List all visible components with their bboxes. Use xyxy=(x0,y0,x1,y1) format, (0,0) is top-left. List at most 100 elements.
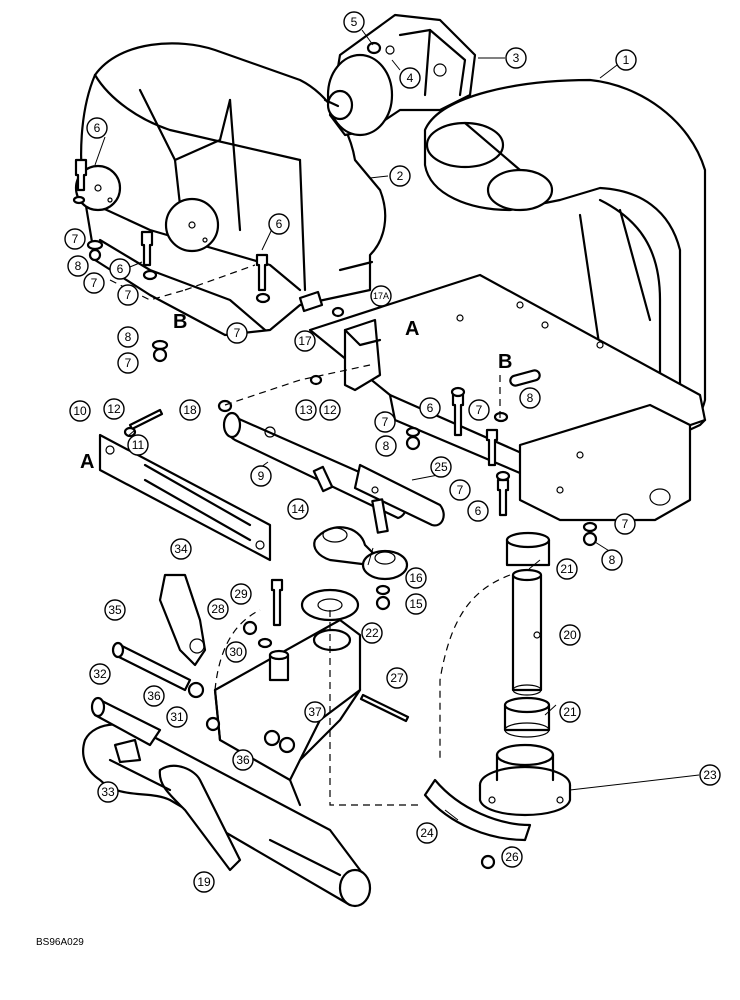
bracket-17a xyxy=(343,318,382,392)
hardware-bolts xyxy=(74,158,510,723)
svg-text:17A: 17A xyxy=(373,291,389,301)
callout-19: 19 xyxy=(193,871,215,893)
callout-32: 32 xyxy=(89,663,111,685)
callout-20: 20 xyxy=(559,624,581,646)
svg-text:9: 9 xyxy=(258,469,265,483)
callout-24: 24 xyxy=(416,822,438,844)
svg-text:36: 36 xyxy=(147,689,161,703)
lever-34 xyxy=(158,573,207,667)
svg-text:19: 19 xyxy=(197,875,211,889)
svg-text:6: 6 xyxy=(94,121,101,135)
callout-30: 30 xyxy=(225,641,247,663)
callout-16: 16 xyxy=(405,567,427,589)
svg-text:36: 36 xyxy=(236,753,250,767)
svg-text:6: 6 xyxy=(427,401,434,415)
svg-text:4: 4 xyxy=(407,71,414,85)
svg-text:18: 18 xyxy=(183,403,197,417)
callout-3: 3 xyxy=(505,47,527,69)
svg-text:7: 7 xyxy=(125,288,132,302)
svg-text:26: 26 xyxy=(505,850,519,864)
figure-code: BS96A029 xyxy=(36,937,84,948)
section-letter-a-top: A xyxy=(405,318,419,340)
svg-text:7: 7 xyxy=(457,483,464,497)
svg-text:29: 29 xyxy=(234,587,248,601)
callout-25: 25 xyxy=(430,456,452,478)
svg-text:7: 7 xyxy=(72,232,79,246)
svg-text:7: 7 xyxy=(234,326,241,340)
svg-text:12: 12 xyxy=(107,402,121,416)
callout-17a: 17A xyxy=(370,285,392,307)
svg-text:22: 22 xyxy=(365,626,379,640)
callout-36: 36 xyxy=(232,749,254,771)
svg-text:6: 6 xyxy=(117,262,124,276)
callout-35: 35 xyxy=(104,599,126,621)
bushing-21-bottom xyxy=(503,696,551,738)
svg-text:8: 8 xyxy=(383,439,390,453)
callout-22: 22 xyxy=(361,622,383,644)
rod-end-14 xyxy=(313,526,409,581)
svg-text:25: 25 xyxy=(434,460,448,474)
callout-31: 31 xyxy=(166,706,188,728)
section-letter-b-left: B xyxy=(173,311,187,333)
shim-24 xyxy=(423,778,532,842)
svg-text:35: 35 xyxy=(108,603,122,617)
callout-28: 28 xyxy=(207,598,229,620)
callout-6: 6 xyxy=(86,117,108,139)
svg-text:7: 7 xyxy=(476,403,483,417)
svg-text:28: 28 xyxy=(211,602,225,616)
hydraulic-cylinder xyxy=(222,411,445,534)
section-letters: A A B B xyxy=(80,311,512,473)
hardware-washers xyxy=(72,41,598,747)
svg-text:1: 1 xyxy=(623,53,630,67)
callout-37: 37 xyxy=(304,701,326,723)
callout-7: 7 xyxy=(83,272,105,294)
svg-text:31: 31 xyxy=(170,710,184,724)
svg-text:23: 23 xyxy=(703,768,717,782)
callout-34: 34 xyxy=(170,538,192,560)
svg-text:11: 11 xyxy=(132,438,145,452)
pin-32 xyxy=(90,696,162,764)
callout-15: 15 xyxy=(405,593,427,615)
svg-text:12: 12 xyxy=(323,403,337,417)
svg-text:8: 8 xyxy=(527,391,534,405)
callout-10: 10 xyxy=(69,400,91,422)
callout-7: 7 xyxy=(614,513,636,535)
callout-7: 7 xyxy=(449,479,471,501)
plate-10 xyxy=(98,433,272,562)
callout-7: 7 xyxy=(64,228,86,250)
svg-text:32: 32 xyxy=(93,667,107,681)
hardware-nuts xyxy=(88,248,598,870)
svg-text:17: 17 xyxy=(298,334,312,348)
svg-text:14: 14 xyxy=(291,502,305,516)
callout-11: 11 xyxy=(127,434,149,456)
svg-text:24: 24 xyxy=(420,826,434,840)
svg-text:3: 3 xyxy=(513,51,520,65)
pivot-housing-23 xyxy=(478,743,572,817)
callout-21: 21 xyxy=(556,558,578,580)
callout-6: 6 xyxy=(109,258,131,280)
svg-text:33: 33 xyxy=(101,785,115,799)
svg-text:8: 8 xyxy=(609,553,616,567)
svg-text:6: 6 xyxy=(276,217,283,231)
callout-17: 17 xyxy=(294,330,316,352)
callout-7: 7 xyxy=(226,322,248,344)
callout-7: 7 xyxy=(468,399,490,421)
callout-8: 8 xyxy=(375,435,397,457)
svg-text:8: 8 xyxy=(75,259,82,273)
callout-27: 27 xyxy=(386,667,408,689)
callout-bubbles: 1 2 3 4 5 6 6 6 6 6 7 7 7 7 7 7 7 7 7 8 … xyxy=(64,11,721,893)
svg-text:7: 7 xyxy=(382,415,389,429)
svg-text:15: 15 xyxy=(409,597,423,611)
callout-6: 6 xyxy=(268,213,290,235)
callout-8: 8 xyxy=(601,549,623,571)
callout-2: 2 xyxy=(389,165,411,187)
svg-text:21: 21 xyxy=(560,562,574,576)
gearbox-housing xyxy=(74,42,387,337)
svg-text:8: 8 xyxy=(125,330,132,344)
svg-text:6: 6 xyxy=(475,504,482,518)
section-letter-a-left: A xyxy=(80,451,94,473)
svg-text:7: 7 xyxy=(622,517,629,531)
callout-14: 14 xyxy=(287,498,309,520)
swing-frame xyxy=(308,78,707,522)
